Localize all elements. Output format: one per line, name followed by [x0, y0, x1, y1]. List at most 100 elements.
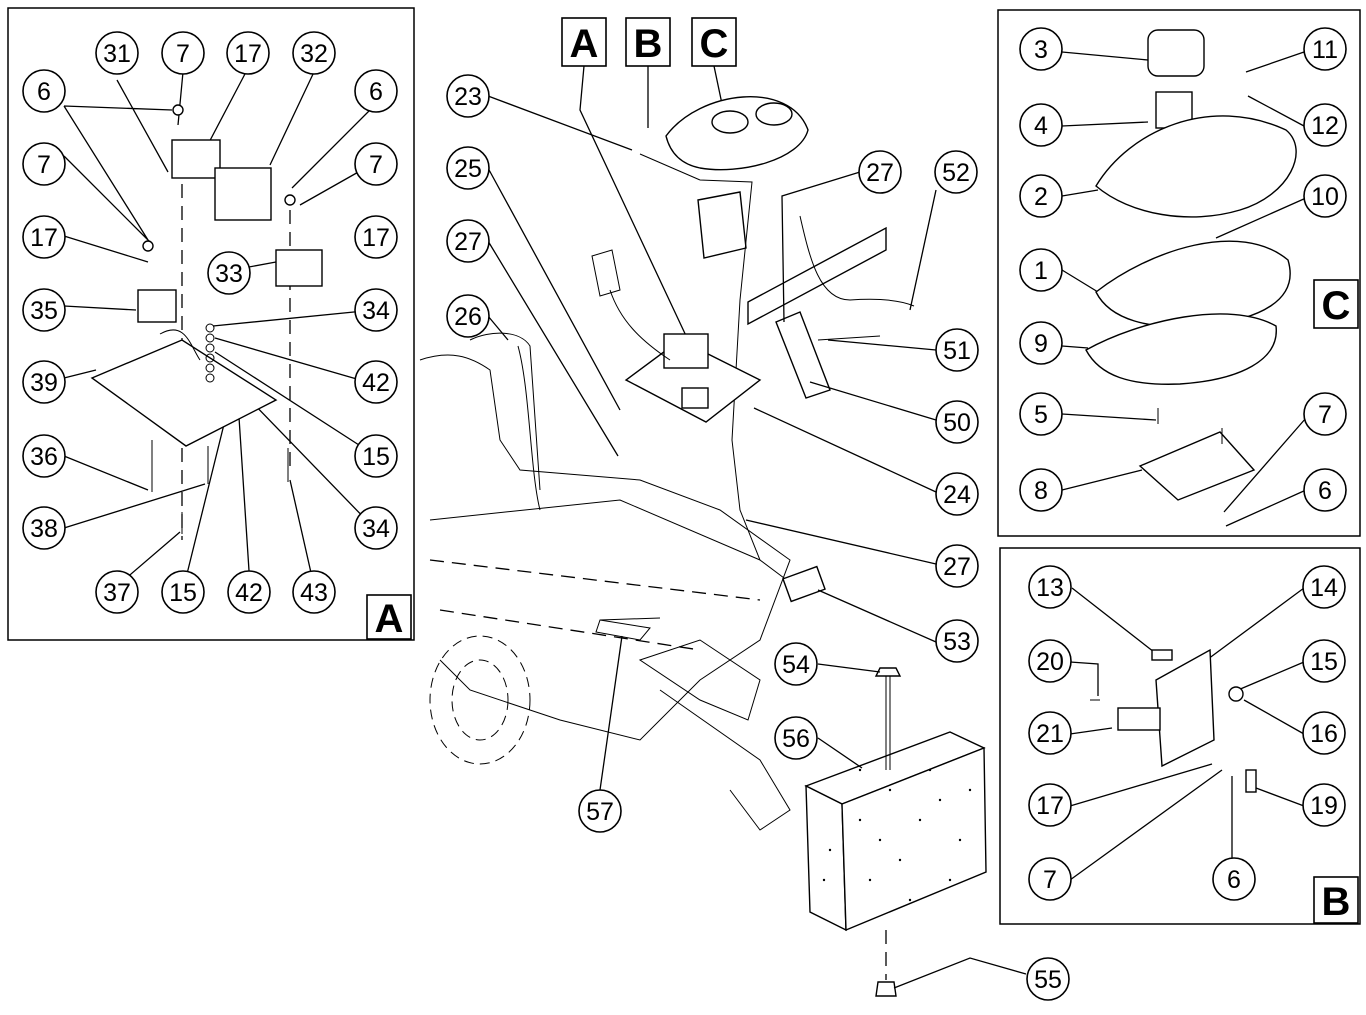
svg-text:31: 31: [103, 40, 131, 68]
svg-text:42: 42: [235, 579, 263, 607]
svg-text:43: 43: [300, 579, 328, 607]
callout-13: 13: [1028, 565, 1072, 609]
svg-text:26: 26: [454, 303, 482, 331]
callout-57: 57: [578, 789, 622, 833]
callout-36: 36: [22, 434, 66, 478]
panel-c: [997, 9, 1361, 537]
svg-text:20: 20: [1036, 648, 1064, 676]
panel-a-callouts: 31 7 17 32 6 6 7 7 17 17 33 35 34 39 42 …: [22, 31, 398, 614]
callout-33: 33: [207, 251, 251, 295]
panel-a: [7, 7, 415, 641]
svg-text:13: 13: [1036, 574, 1064, 602]
panel-c-letter-box: C: [1313, 279, 1359, 329]
callout-25: 25: [446, 146, 490, 190]
svg-text:10: 10: [1311, 183, 1339, 211]
callout-7: 7: [354, 142, 398, 186]
callout-34: 34: [354, 506, 398, 550]
svg-text:27: 27: [866, 159, 894, 187]
svg-text:54: 54: [782, 651, 810, 679]
callout-6: 6: [1212, 857, 1256, 901]
section-label-b: B: [625, 17, 671, 67]
svg-text:12: 12: [1311, 112, 1339, 140]
svg-text:A: A: [570, 22, 599, 66]
callout-55: 55: [1026, 957, 1070, 1001]
svg-text:57: 57: [586, 798, 614, 826]
svg-text:7: 7: [176, 40, 190, 68]
panel-b: [999, 547, 1361, 925]
svg-text:9: 9: [1034, 330, 1048, 358]
svg-text:C: C: [700, 22, 729, 66]
callout-1: 1: [1019, 248, 1063, 292]
svg-text:1: 1: [1034, 257, 1048, 285]
svg-text:15: 15: [169, 579, 197, 607]
main-callouts: 23 25 27 52 27 26 51 50 24 27 53 54 56 5…: [446, 74, 1070, 1001]
callout-7: 7: [1303, 392, 1347, 436]
callout-37: 37: [95, 570, 139, 614]
svg-text:17: 17: [234, 40, 262, 68]
svg-text:B: B: [1322, 880, 1351, 924]
svg-text:36: 36: [30, 443, 58, 471]
callout-7: 7: [1028, 857, 1072, 901]
section-label-a: A: [561, 17, 607, 67]
svg-text:53: 53: [943, 628, 971, 656]
svg-text:C: C: [1322, 284, 1351, 328]
callout-19: 19: [1302, 783, 1346, 827]
svg-text:4: 4: [1034, 112, 1048, 140]
callout-11: 11: [1303, 27, 1347, 71]
callout-20: 20: [1028, 639, 1072, 683]
panel-b-callouts: 13 14 20 15 21 16 17 19 7 6: [1028, 565, 1346, 901]
svg-text:3: 3: [1034, 36, 1048, 64]
callout-32: 32: [292, 31, 336, 75]
svg-text:32: 32: [300, 40, 328, 68]
callout-38: 38: [22, 506, 66, 550]
callout-4: 4: [1019, 103, 1063, 147]
callout-42: 42: [227, 570, 271, 614]
callout-7: 7: [22, 142, 66, 186]
panel-c-callouts: 3 11 4 12 2 10 1 9 5 7 8 6: [1019, 27, 1347, 512]
callout-27: 27: [446, 219, 490, 263]
svg-text:16: 16: [1310, 720, 1338, 748]
callout-54: 54: [774, 642, 818, 686]
svg-text:5: 5: [1034, 401, 1048, 429]
callout-6: 6: [22, 69, 66, 113]
svg-text:15: 15: [1310, 648, 1338, 676]
callout-39: 39: [22, 360, 66, 404]
svg-text:55: 55: [1034, 966, 1062, 994]
svg-text:51: 51: [943, 337, 971, 365]
callout-23: 23: [446, 74, 490, 118]
callout-9: 9: [1019, 321, 1063, 365]
svg-text:52: 52: [942, 159, 970, 187]
callout-27: 27: [858, 150, 902, 194]
svg-text:7: 7: [1043, 866, 1057, 894]
svg-text:37: 37: [103, 579, 131, 607]
callout-17: 17: [22, 215, 66, 259]
callout-6: 6: [354, 69, 398, 113]
callout-31: 31: [95, 31, 139, 75]
callout-53: 53: [935, 619, 979, 663]
callout-35: 35: [22, 288, 66, 332]
callout-2: 2: [1019, 174, 1063, 218]
svg-text:B: B: [634, 22, 663, 66]
svg-text:35: 35: [30, 297, 58, 325]
svg-text:27: 27: [454, 228, 482, 256]
callout-15: 15: [354, 434, 398, 478]
section-label-c: C: [691, 17, 737, 67]
svg-text:6: 6: [37, 78, 51, 106]
svg-text:56: 56: [782, 725, 810, 753]
svg-text:6: 6: [369, 78, 383, 106]
svg-text:14: 14: [1310, 574, 1338, 602]
callout-24: 24: [935, 472, 979, 516]
callout-8: 8: [1019, 468, 1063, 512]
svg-text:17: 17: [362, 224, 390, 252]
svg-text:2: 2: [1034, 183, 1048, 211]
svg-text:33: 33: [215, 260, 243, 288]
callout-7: 7: [161, 31, 205, 75]
callout-21: 21: [1028, 711, 1072, 755]
callout-15: 15: [1302, 639, 1346, 683]
svg-text:7: 7: [369, 151, 383, 179]
panel-b-letter-box: B: [1313, 876, 1359, 924]
callout-17: 17: [226, 31, 270, 75]
svg-text:6: 6: [1318, 477, 1332, 505]
svg-text:39: 39: [30, 369, 58, 397]
svg-text:21: 21: [1036, 720, 1064, 748]
